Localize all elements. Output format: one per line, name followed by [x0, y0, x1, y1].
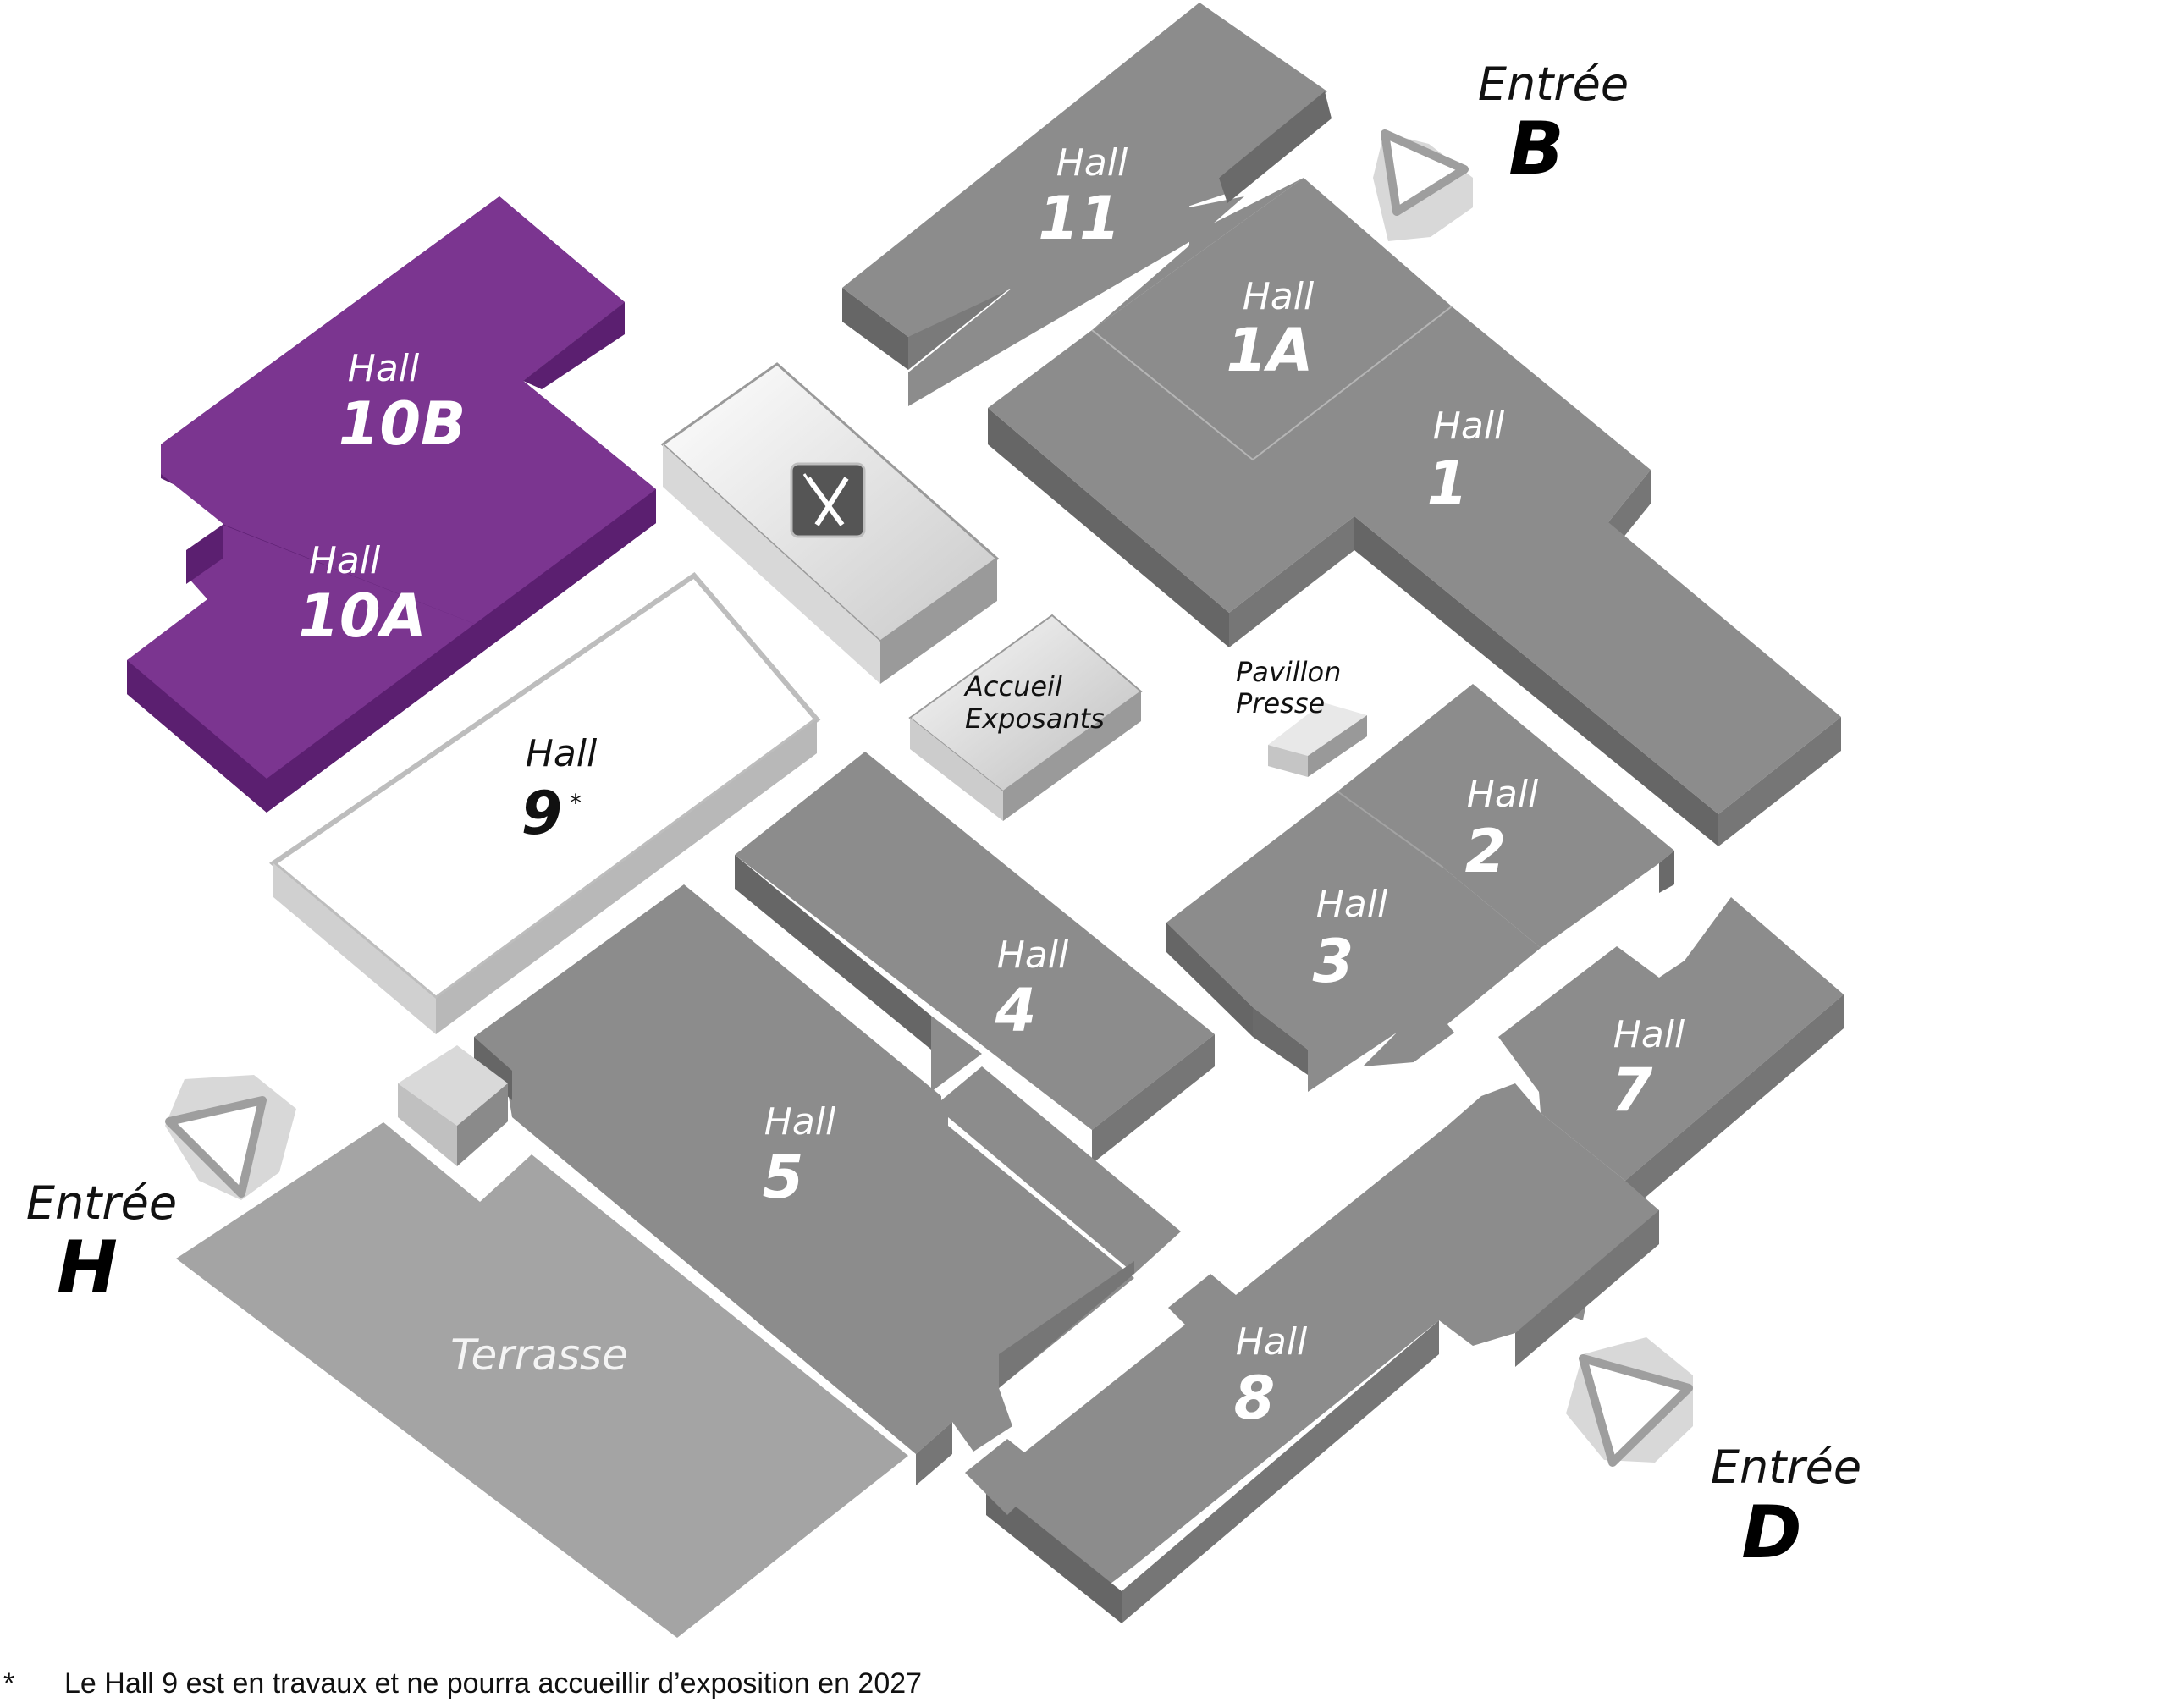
entrance-d-marker[interactable]: [1566, 1337, 1693, 1467]
hall-7-word: Hall: [1613, 1013, 1685, 1056]
pavillon-label-line1: Pavillon: [1236, 656, 1341, 688]
hall-4-label: Hall 4: [995, 934, 1069, 1045]
entrance-b-marker[interactable]: [1373, 129, 1473, 241]
hall-11-word: Hall: [1056, 141, 1128, 185]
hall-4-word: Hall: [997, 934, 1069, 977]
hall-9-number: 9: [521, 779, 563, 848]
hall-7-number: 7: [1612, 1055, 1653, 1125]
hall-2-label: Hall 2: [1465, 773, 1539, 886]
hall-1-label: Hall 1: [1427, 405, 1505, 518]
hall-4[interactable]: [735, 752, 1215, 1164]
hall-10a-label: Hall 10A: [298, 539, 427, 651]
footnote: * Le Hall 9 est en travaux et ne pourra …: [0, 1659, 2178, 1701]
footnote-marker: *: [3, 1667, 15, 1700]
hall-1a-label: Hall 1A: [1227, 275, 1315, 385]
terrace[interactable]: [176, 1122, 908, 1638]
hall-11-number: 11: [1038, 184, 1120, 253]
hall-10a-word: Hall: [309, 539, 381, 582]
fork-knife-icon: [790, 462, 866, 538]
hall-1a[interactable]: [1092, 178, 1452, 460]
hall-5[interactable]: [474, 884, 1181, 1485]
hall-1-number: 1: [1427, 449, 1469, 518]
hall-1[interactable]: [988, 306, 1841, 846]
hall-11[interactable]: [842, 3, 1332, 487]
hall-5-label: Hall 5: [763, 1100, 836, 1212]
entrance-b-label: Entrée B: [1478, 58, 1629, 191]
hall-8[interactable]: [965, 1083, 1659, 1623]
hall-7[interactable]: [1498, 897, 1844, 1215]
hall-8-number: 8: [1234, 1364, 1276, 1433]
restaurant-building[interactable]: [660, 362, 1000, 684]
hall-5-word: Hall: [764, 1100, 836, 1143]
hall-8-word: Hall: [1236, 1320, 1308, 1364]
pavillon-label-line2: Presse: [1236, 687, 1325, 719]
hall-2-word: Hall: [1467, 773, 1539, 816]
hall-9-word: Hall: [526, 732, 598, 775]
entrance-d-label: Entrée D: [1711, 1441, 1861, 1575]
hall-4-number: 4: [995, 976, 1037, 1045]
hall-10b-word: Hall: [348, 347, 420, 390]
hall-3-label: Hall 3: [1313, 883, 1388, 996]
entrance-d-word: Entrée: [1711, 1441, 1861, 1494]
hall-9-label: Hall 9 *: [521, 732, 598, 848]
footnote-text: Le Hall 9 est en travaux et ne pourra ac…: [64, 1667, 923, 1700]
hall-9[interactable]: [269, 572, 821, 1034]
hall-11-label: Hall 11: [1038, 141, 1128, 253]
hall-3[interactable]: [1166, 791, 1541, 1092]
accueil-label-line1: Accueil: [963, 670, 1062, 702]
pavillon-presse-building[interactable]: [1268, 702, 1367, 777]
accueil-label-line2: Exposants: [965, 702, 1105, 735]
entrance-h-letter: H: [57, 1226, 118, 1310]
hall-3-number: 3: [1313, 927, 1354, 996]
hall-1-word: Hall: [1433, 405, 1505, 448]
accueil-exposants-building[interactable]: [908, 614, 1143, 821]
entrance-h-marker[interactable]: [165, 1075, 296, 1200]
hall-10b-number: 10B: [339, 389, 466, 459]
hall-7-label: Hall 7: [1612, 1013, 1685, 1125]
hall-8-label: Hall 8: [1234, 1320, 1308, 1433]
terrace-label: Terrasse: [450, 1331, 628, 1380]
hall-1a-number: 1A: [1227, 316, 1314, 385]
hall-10a-number: 10A: [298, 581, 427, 651]
hall-9-note-marker: *: [570, 789, 582, 817]
entrance-b-word: Entrée: [1478, 58, 1629, 111]
hall-10b-label: Hall 10B: [339, 347, 466, 459]
hall-10a[interactable]: [127, 489, 656, 813]
hall-2-number: 2: [1465, 817, 1507, 886]
hall-5-number: 5: [763, 1143, 804, 1212]
entrance-d-letter: D: [1741, 1490, 1801, 1575]
hall-1a-word: Hall: [1243, 275, 1315, 318]
entrance-h-word: Entrée: [26, 1176, 177, 1230]
hall-3-word: Hall: [1316, 883, 1388, 926]
entrance-h-label: Entrée H: [26, 1176, 177, 1310]
hall-10b[interactable]: [161, 196, 656, 652]
entrance-b-letter: B: [1508, 107, 1564, 191]
stair-block: [398, 1045, 508, 1166]
hall-2[interactable]: [1337, 684, 1674, 948]
